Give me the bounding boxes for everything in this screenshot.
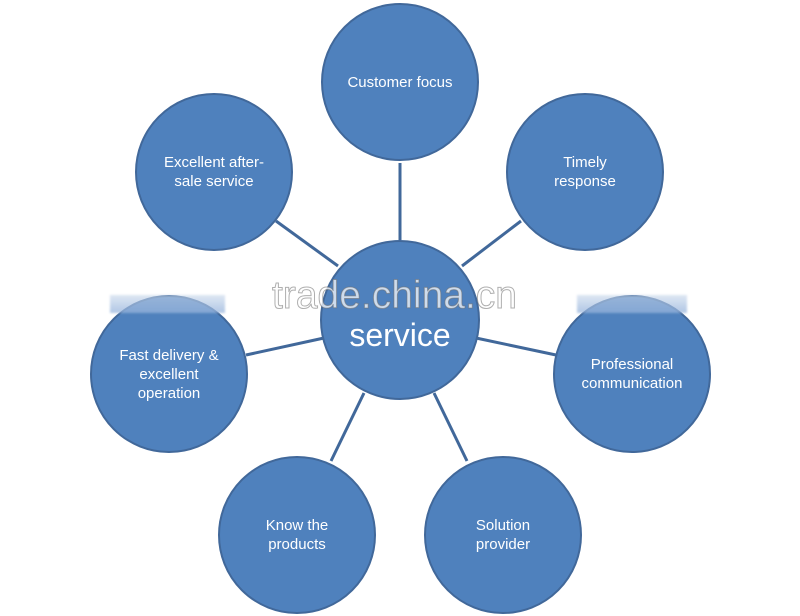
connector-know-the-products: [329, 392, 366, 462]
blur-band-right: [577, 295, 687, 313]
node-label: Solution provider: [475, 517, 531, 553]
connector-timely-response: [461, 219, 522, 268]
node-timely-response: Timely response: [506, 93, 664, 251]
node-know-the-products: Know the products: [218, 456, 376, 614]
node-after-sale-service: Excellent after- sale service: [135, 93, 293, 251]
center-label: service: [349, 317, 451, 353]
connector-fast-delivery: [245, 336, 325, 357]
node-professional-communication: Professional communication: [553, 295, 711, 453]
node-fast-delivery: Fast delivery & excellent operation: [90, 295, 248, 453]
node-label: Professional communication: [581, 356, 683, 392]
node-customer-focus: Customer focus: [321, 3, 479, 161]
node-label: Know the products: [265, 517, 329, 553]
connector-professional-communication: [475, 336, 557, 357]
node-label: Timely response: [554, 154, 616, 190]
blur-band-left: [110, 295, 225, 313]
node-solution-provider: Solution provider: [424, 456, 582, 614]
connector-after-sale: [275, 219, 339, 268]
node-label: Fast delivery & excellent operation: [119, 346, 219, 402]
center-node-service: service: [320, 240, 480, 400]
node-label: Excellent after- sale service: [163, 154, 265, 190]
watermark-text: trade.china.cn: [272, 274, 518, 318]
node-label: Customer focus: [347, 73, 453, 91]
connector-solution-provider: [432, 392, 469, 462]
